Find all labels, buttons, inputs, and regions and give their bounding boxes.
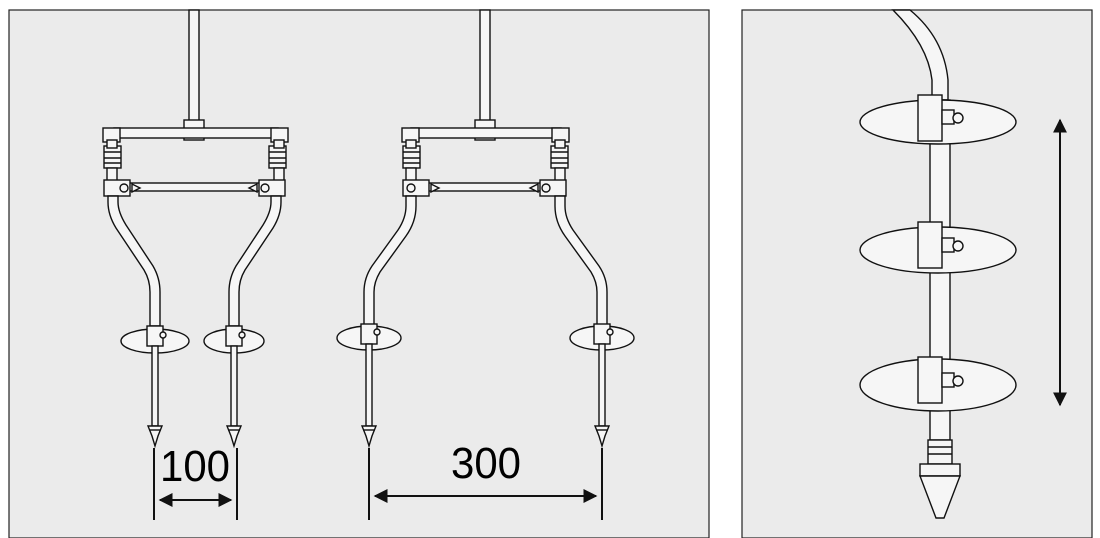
wide-manifold <box>336 9 635 449</box>
dimension-narrow <box>153 448 238 520</box>
dimension-label-300: 300 <box>451 439 521 488</box>
narrow-manifold <box>102 9 289 449</box>
right-panel <box>741 9 1093 538</box>
dimension-label-100: 100 <box>160 442 230 491</box>
dimension-wide <box>368 448 603 520</box>
stake-detail <box>859 9 1017 519</box>
